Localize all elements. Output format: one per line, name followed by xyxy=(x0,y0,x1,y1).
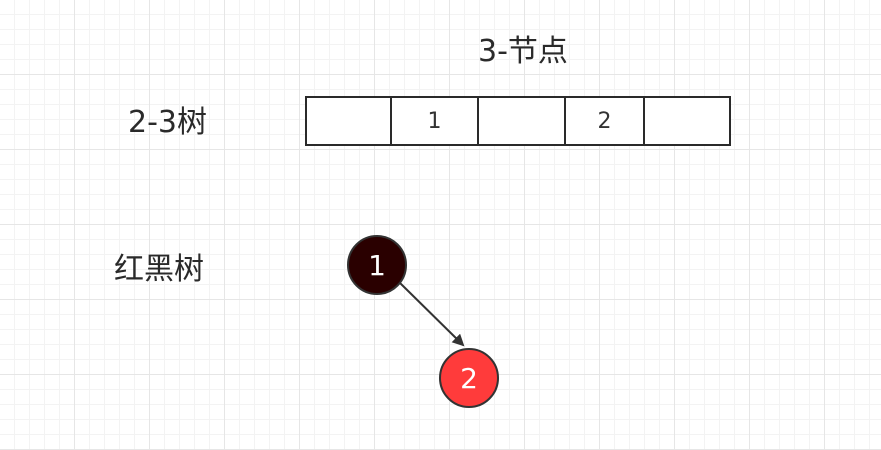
three-node-box: 1 2 xyxy=(305,96,731,146)
red-node-circle xyxy=(439,348,499,408)
key-cell-1: 1 xyxy=(390,96,479,146)
two-three-tree-label: 2-3树 xyxy=(128,105,207,140)
black-node-key: 1 xyxy=(368,249,386,282)
red-black-tree-label: 红黑树 xyxy=(114,252,204,287)
red-node-key: 2 xyxy=(460,362,478,395)
three-node-title: 3-节点 xyxy=(478,34,568,69)
edge-1-to-2 xyxy=(399,282,465,347)
black-node-circle xyxy=(347,235,407,295)
pointer-cell-right xyxy=(643,96,731,146)
key-cell-2: 2 xyxy=(564,96,645,146)
rb-node-2: 2 xyxy=(439,348,499,408)
rb-node-1: 1 xyxy=(347,235,407,295)
